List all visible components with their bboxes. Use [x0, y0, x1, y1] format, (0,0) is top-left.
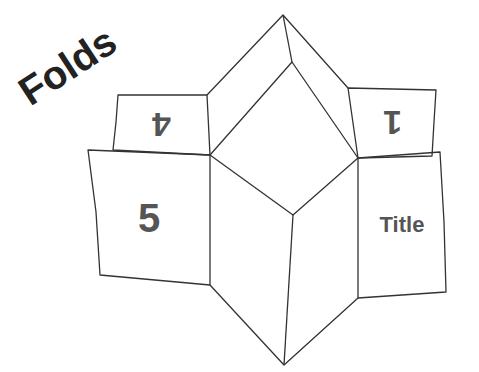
bottom-fold — [210, 285, 358, 365]
panel-border — [348, 88, 436, 158]
inner-diamond-top — [210, 62, 358, 158]
panel-border — [113, 95, 210, 155]
top-fold — [207, 15, 348, 95]
fold-panel: Title — [354, 148, 450, 302]
inner-diamond-bottom — [210, 155, 358, 215]
diagram-title: Folds — [12, 20, 123, 112]
panel-label: 4 — [152, 108, 171, 142]
center-crease — [284, 215, 293, 365]
fold-panel: 4 — [108, 90, 214, 160]
panel-label: Title — [380, 214, 425, 236]
panel-border — [88, 150, 210, 285]
fold-panel: 5 — [84, 146, 214, 290]
top-crease — [283, 15, 292, 62]
panel-border — [358, 152, 446, 298]
fold-panel: 1 — [344, 85, 440, 161]
panel-label: 5 — [138, 198, 160, 238]
panel-label: 1 — [383, 106, 402, 140]
